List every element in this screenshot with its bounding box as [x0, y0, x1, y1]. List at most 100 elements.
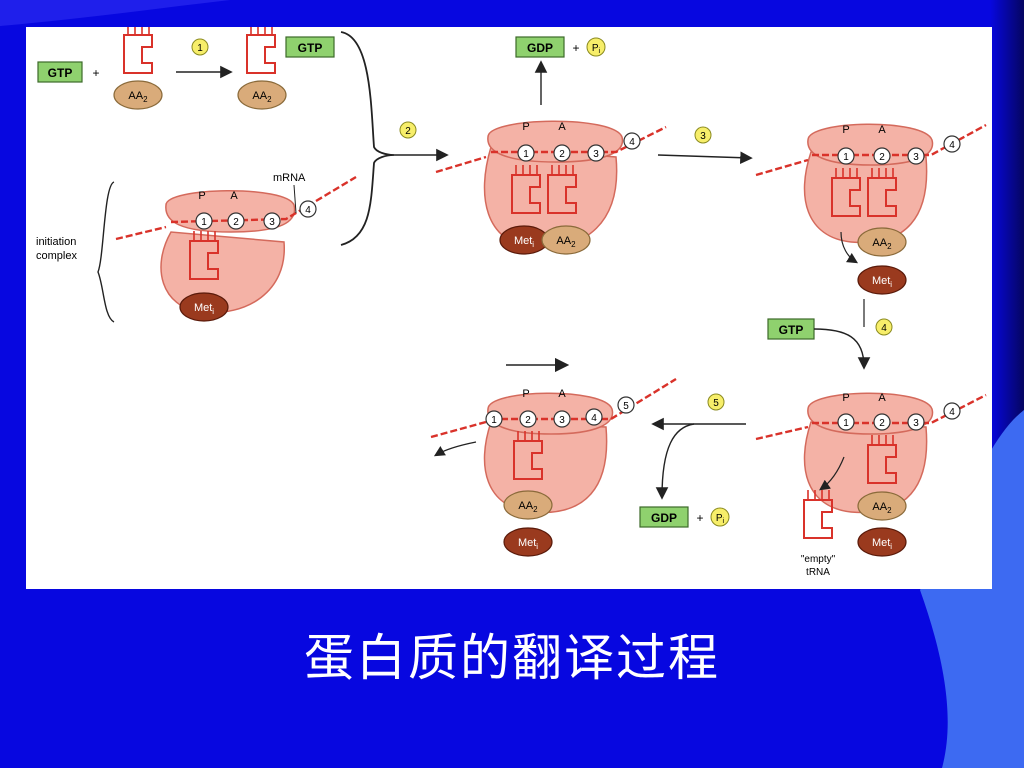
- step-3-label: 3: [700, 131, 706, 142]
- empty-trna-exit-arrow: [819, 456, 845, 491]
- aa2-ellipse-3: [541, 225, 591, 255]
- phosphate-bottom-label: Pi: [716, 513, 725, 525]
- gtp-box-left: [37, 61, 83, 83]
- gdp-label-top: GDP: [527, 41, 553, 55]
- gdp-label-bottom: GDP: [651, 511, 677, 525]
- codon-4-b-label: 4: [629, 137, 635, 148]
- codon-2-b-label: 2: [559, 149, 565, 160]
- aa2-ellipse-1: [113, 80, 163, 110]
- codon-5-e-label: 5: [623, 401, 629, 412]
- codon-1-e-label: 1: [491, 415, 497, 426]
- p-site-label-4: P: [842, 392, 849, 404]
- a-site-label-4: A: [878, 392, 886, 404]
- codon-1-d: [837, 413, 855, 431]
- step-1-marker: [191, 38, 209, 56]
- initiation-label-1: initiation: [36, 236, 76, 248]
- codon-3-c-label: 3: [913, 152, 919, 163]
- codon-4-a: [299, 200, 317, 218]
- met-ellipse-4: [857, 527, 907, 557]
- met-ellipse-1: [179, 292, 229, 322]
- p-site-label-3: P: [842, 124, 849, 136]
- ribosome-peptide-bond: P A 1 2 3 4 AA2 Meti: [755, 123, 987, 295]
- codon-4-b: [623, 132, 641, 150]
- met-ellipse-3: [857, 265, 907, 295]
- step-3-arrow: [657, 151, 753, 164]
- aa2-label-6: AA2: [518, 500, 538, 514]
- codon-1-d-label: 1: [843, 418, 849, 429]
- initiation-label-2: complex: [36, 250, 77, 262]
- step-5-label: 5: [713, 398, 719, 409]
- met-ellipse-5: [503, 527, 553, 557]
- phosphate-top-label: Pi: [592, 43, 601, 55]
- empty-trna-label-1: "empty": [801, 554, 836, 565]
- codon-3-a: [263, 212, 281, 230]
- plus-sign-top: +: [572, 41, 579, 55]
- codon-3-a-label: 3: [269, 217, 275, 228]
- ribosome-initiation: mRNA P A 1 2 3 4 Meti: [115, 172, 357, 322]
- ribosome-two-sites: GDP + Pi P A 1 2 3 4: [435, 36, 667, 255]
- codon-3-b: [587, 144, 605, 162]
- peptide-transfer-arrow: [840, 231, 859, 264]
- codon-3-e-label: 3: [559, 415, 565, 426]
- codon-2-d: [873, 413, 891, 431]
- codon-2-c-label: 2: [879, 152, 885, 163]
- codon-4-e: [585, 408, 603, 426]
- ribosome-small-subunit-5: [487, 392, 614, 435]
- translation-diagram-panel: GTP + AA2 1 GTP AA2 2 initiatio: [26, 27, 992, 589]
- step-2-marker: [399, 121, 417, 139]
- translation-diagram: GTP + AA2 1 GTP AA2 2 initiatio: [36, 27, 987, 578]
- met-label-2: Meti: [514, 235, 534, 249]
- step-1-label: 1: [197, 43, 203, 54]
- p-site-label-5: P: [522, 388, 529, 400]
- codon-3-e: [553, 410, 571, 428]
- step-5-marker: [707, 393, 725, 411]
- codon-5-e: [617, 396, 635, 414]
- codon-2-e-label: 2: [525, 415, 531, 426]
- a-site-label-5: A: [558, 388, 566, 400]
- step-4-arrow: [813, 328, 871, 370]
- mrna-strand-3: [755, 123, 987, 177]
- codon-1-a-label: 1: [201, 217, 207, 228]
- codon-4-c-label: 4: [949, 140, 955, 151]
- codon-1-b: [517, 144, 535, 162]
- codon-2-b: [553, 144, 571, 162]
- gdp-release-arrow-2: [655, 423, 695, 500]
- codon-3-d-label: 3: [913, 418, 919, 429]
- aa2-label-1: AA2: [128, 90, 148, 104]
- codon-3-d: [907, 413, 925, 431]
- step-4-label: 4: [881, 323, 887, 334]
- codon-1-c-label: 1: [843, 152, 849, 163]
- aa2-ellipse-6: [503, 490, 553, 520]
- p-site-label-2: P: [522, 121, 529, 133]
- mrna-movement-arrow: [433, 441, 477, 457]
- codon-2-a: [227, 212, 245, 230]
- aa2-label-2: AA2: [252, 90, 272, 104]
- met-label-5: Meti: [518, 537, 538, 551]
- step-4-marker: [875, 318, 893, 336]
- aa2-label-4: AA2: [872, 237, 892, 251]
- trna-charged: [246, 27, 276, 74]
- met-label-4: Meti: [872, 537, 892, 551]
- mrna-pointer: [293, 184, 297, 214]
- met-label-1: Meti: [194, 302, 214, 316]
- codon-1-e: [485, 410, 503, 428]
- mrna-strand-1: [115, 175, 357, 241]
- codon-1-b-label: 1: [523, 149, 529, 160]
- codon-4-d-label: 4: [949, 407, 955, 418]
- met-label-3: Meti: [872, 275, 892, 289]
- mrna-label: mRNA: [273, 172, 306, 184]
- codon-2-e: [519, 410, 537, 428]
- a-site-label-1: A: [230, 190, 238, 202]
- codon-4-a-label: 4: [305, 205, 311, 216]
- codon-3-c: [907, 147, 925, 165]
- accent-wave: [920, 410, 1024, 768]
- phosphate-top: [586, 37, 606, 57]
- aa2-label-3: AA2: [556, 235, 576, 249]
- codon-2-a-label: 2: [233, 217, 239, 228]
- codon-2-c: [873, 147, 891, 165]
- gdp-box-top: [515, 36, 565, 58]
- codon-1-a: [195, 212, 213, 230]
- codon-4-e-label: 4: [591, 413, 597, 424]
- aa2-ellipse-5: [857, 491, 907, 521]
